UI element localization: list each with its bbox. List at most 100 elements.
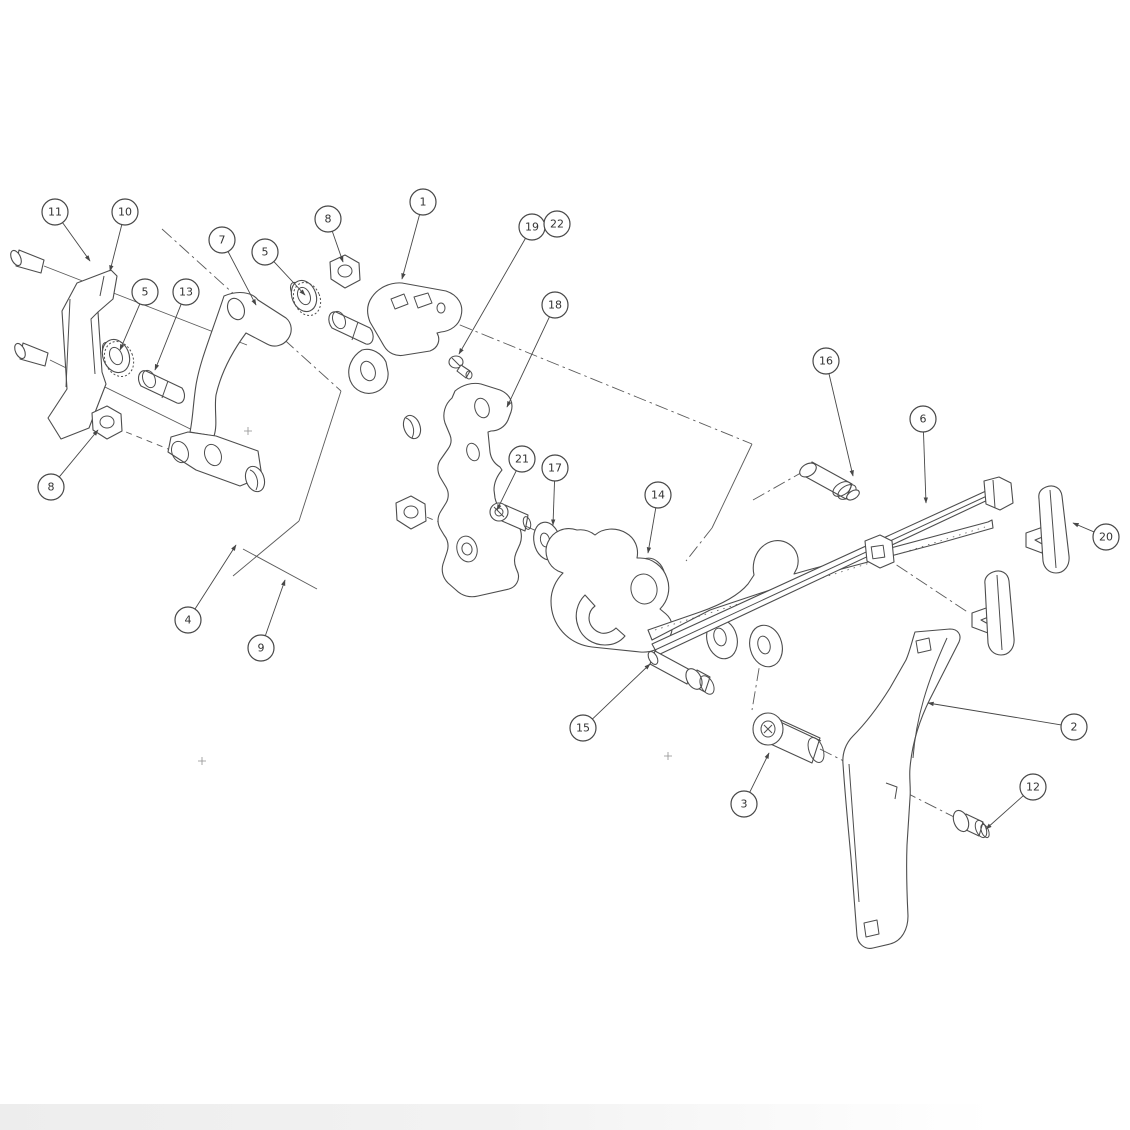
balloon-7: 7 [208, 226, 257, 306]
balloon-6: 6 [909, 405, 937, 504]
part-5-bushing-left [101, 338, 135, 377]
leader-line-8 [331, 231, 344, 263]
part-arm-washer [749, 624, 783, 668]
balloon-number-21: 21 [515, 453, 529, 466]
balloon-circle-10 [111, 198, 139, 226]
balloon-18: 18 [506, 291, 569, 408]
balloon-number-8: 8 [48, 481, 55, 494]
part-16-pin [799, 461, 860, 501]
leader-line-7 [227, 251, 257, 306]
balloon-17: 17 [541, 454, 569, 526]
leader-line-14 [646, 507, 657, 554]
balloon-circle-7 [208, 226, 236, 254]
balloon-circle-5 [131, 278, 159, 306]
part-15-bolt [647, 650, 715, 695]
balloon-8-b: 8 [37, 429, 99, 501]
part-12-rivet [952, 809, 990, 839]
balloon-16: 16 [812, 347, 854, 477]
balloon-circle-5 [251, 238, 279, 266]
balloon-number-20: 20 [1099, 531, 1113, 544]
balloon-4: 4 [174, 544, 237, 634]
leader-line-13 [154, 303, 182, 371]
balloon-number-22: 22 [550, 218, 564, 231]
balloon-13: 13 [154, 278, 200, 371]
leader-line-12 [985, 795, 1024, 830]
leader-line-1 [401, 214, 421, 280]
part-13-stud-left [138, 369, 185, 404]
part-8-nut-left [91, 405, 123, 440]
balloon-number-3: 3 [741, 798, 748, 811]
balloon-2: 2 [927, 701, 1088, 741]
balloon-5: 5 [251, 238, 306, 296]
part-plug [402, 414, 422, 440]
balloon-circle-2 [1060, 713, 1088, 741]
balloon-number-9: 9 [258, 642, 265, 655]
part-8-nut-mid [395, 495, 427, 530]
part-21-screw [489, 502, 532, 532]
part-6-rod [651, 476, 1014, 656]
balloon-circle-20 [1092, 523, 1120, 551]
balloon-8: 8 [314, 205, 344, 263]
part-1-bracket [348, 282, 463, 394]
balloon-15: 15 [569, 663, 651, 742]
balloon-number-14: 14 [651, 489, 665, 502]
balloon-circle-6 [909, 405, 937, 433]
balloon-circle-12 [1019, 773, 1047, 801]
balloon-21: 21 [496, 445, 536, 511]
leader-line-19 [458, 238, 526, 355]
leader-line-6 [923, 431, 929, 504]
leader-line-15 [592, 663, 651, 720]
balloon-number-15: 15 [576, 722, 590, 735]
balloon-number-12: 12 [1026, 781, 1040, 794]
part-lever-arm [647, 519, 994, 641]
leader-line-5 [119, 303, 141, 351]
balloon-number-13: 13 [179, 286, 193, 299]
balloon-circle-18 [541, 291, 569, 319]
balloon-number-7: 7 [219, 234, 226, 247]
bottom-gradient-band [0, 1104, 1130, 1130]
balloon-circle-8 [314, 205, 342, 233]
leader-line-10 [109, 224, 123, 272]
balloon-19: 19 [458, 213, 546, 355]
balloon-circle-21 [508, 445, 536, 473]
balloon-1: 1 [401, 188, 437, 280]
balloon-22: 22 [543, 210, 571, 238]
balloon-circle-9 [247, 634, 275, 662]
balloon-circle-3 [730, 790, 758, 818]
balloon-number-18: 18 [548, 299, 562, 312]
balloon-circle-1 [409, 188, 437, 216]
leader-line-16 [828, 373, 854, 477]
leader-line-21 [496, 470, 517, 511]
leader-line-11 [62, 222, 91, 262]
part-20-paddle-upper [1025, 485, 1070, 574]
balloon-number-1: 1 [420, 196, 427, 209]
balloon-number-2: 2 [1071, 721, 1078, 734]
part-5-bushing-top [289, 279, 322, 316]
part-8-nut-top [329, 254, 361, 289]
balloon-number-19: 19 [525, 221, 539, 234]
balloon-14: 14 [644, 481, 672, 554]
reference-marks [198, 427, 672, 765]
balloon-circle-16 [812, 347, 840, 375]
balloon-number-6: 6 [920, 413, 927, 426]
balloon-number-10: 10 [118, 206, 132, 219]
part-3-spacer [752, 712, 825, 764]
balloon-number-4: 4 [185, 614, 192, 627]
part-pin-upper [10, 249, 45, 274]
part-18-bracket [437, 382, 522, 598]
part-7-lever [167, 291, 292, 487]
balloon-20: 20 [1072, 522, 1120, 551]
part-19-set-screw [448, 355, 473, 380]
leader-line-4 [194, 544, 237, 610]
balloon-circle-11 [41, 198, 69, 226]
balloon-number-5: 5 [262, 246, 269, 259]
balloon-10: 10 [109, 198, 139, 272]
balloon-number-5: 5 [142, 286, 149, 299]
balloon-9: 9 [247, 579, 286, 662]
balloon-number-11: 11 [48, 206, 62, 219]
balloon-circle-17 [541, 454, 569, 482]
part-10-plate [47, 269, 118, 440]
leader-line-3 [749, 752, 770, 793]
